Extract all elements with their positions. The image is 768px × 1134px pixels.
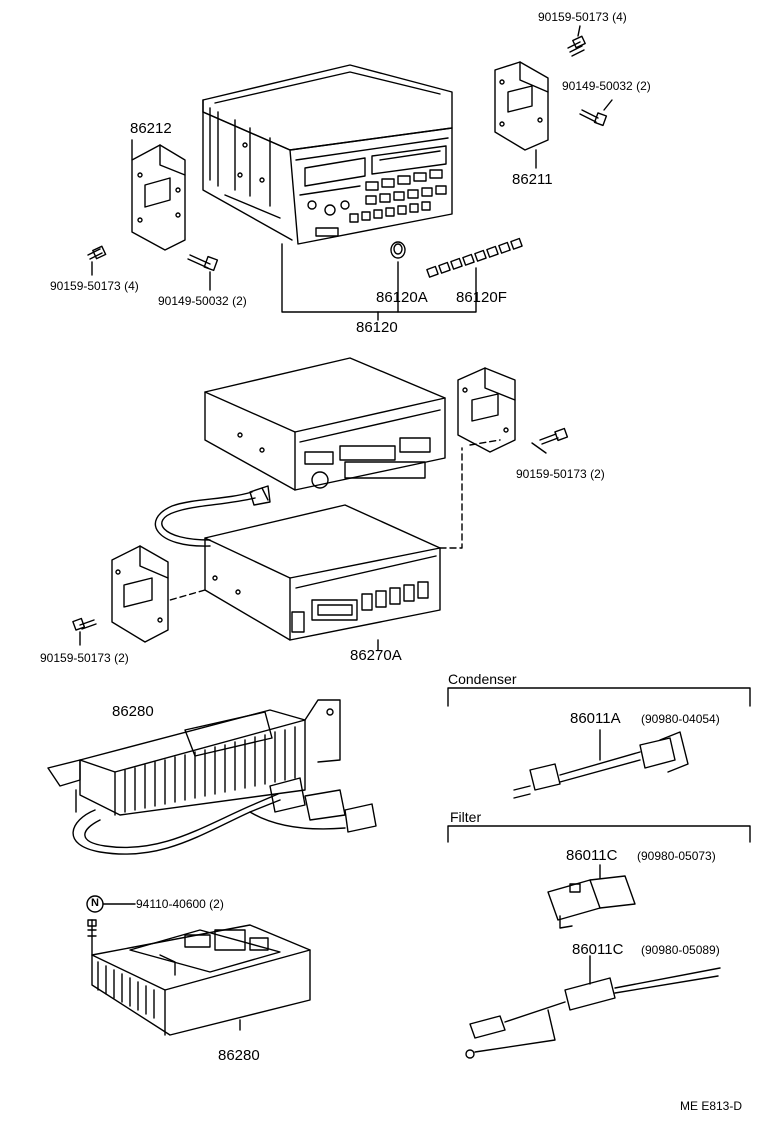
- antenna-cable-drawing: [154, 485, 271, 547]
- label-bolt-90149-top-left: 90149-50032 (2): [158, 294, 247, 308]
- label-condenser-86011A-ref: (90980-04054): [641, 712, 720, 726]
- label-bolt-90159-top-right: 90159-50173 (4): [538, 10, 627, 24]
- label-filter-86011C-2-ref: (90980-05089): [641, 943, 720, 957]
- filter-86011C-harness-drawing: [465, 955, 721, 1059]
- diagram-code: ME E813-D: [680, 1099, 743, 1113]
- label-bolt-90159-top-left: 90159-50173 (4): [50, 279, 139, 293]
- label-bracket-86211: 86211: [512, 171, 553, 188]
- amplifier-86280-upper-drawing: [47, 699, 377, 855]
- radio-upper-unit-drawing: [204, 357, 446, 491]
- label-filter-86011C-1: 86011C: [566, 847, 618, 864]
- label-screw-94110: 94110-40600 (2): [136, 897, 224, 911]
- knob-86120A-drawing: [390, 241, 406, 259]
- radio-head-unit-drawing: [202, 64, 477, 321]
- label-bolt-90159-mid-right: 90159-50173 (2): [516, 467, 605, 481]
- filter-section-frame: [447, 825, 751, 843]
- label-amp-86280-lower: 86280: [218, 1047, 260, 1064]
- label-knob-86120A: 86120A: [376, 289, 428, 306]
- bolts-mid-drawings: [72, 427, 569, 646]
- bracket-mid-right-drawing: [457, 367, 516, 453]
- amplifier-86280-lower-drawing: [86, 895, 311, 1036]
- condenser-section-frame: [447, 687, 751, 707]
- bracket-mid-left-drawing: [111, 545, 169, 643]
- label-bolt-90159-mid-left: 90159-50173 (2): [40, 651, 129, 665]
- label-bracket-86212: 86212: [130, 120, 172, 137]
- radio-front-buttons: [349, 169, 447, 223]
- buttons-86120F-drawing: [426, 237, 523, 278]
- section-title-filter: Filter: [450, 809, 482, 825]
- bracket-86212-drawing: [131, 139, 186, 251]
- label-unit-86270A: 86270A: [350, 647, 402, 664]
- label-buttons-86120F: 86120F: [456, 289, 507, 306]
- bolts-top-drawings: [87, 25, 613, 291]
- bracket-86211-drawing: [494, 61, 549, 169]
- section-title-condenser: Condenser: [448, 671, 517, 687]
- mounting-dashed-lines: [169, 439, 501, 601]
- cassette-unit-86270A-drawing: [204, 504, 441, 651]
- label-condenser-86011A: 86011A: [570, 710, 621, 727]
- label-bolt-90149-top-right: 90149-50032 (2): [562, 79, 651, 93]
- filter-86011C-connector-drawing: [547, 864, 636, 929]
- label-filter-86011C-2: 86011C: [572, 941, 624, 958]
- screw-symbol-n: N: [91, 897, 99, 909]
- label-amp-86280-upper: 86280: [112, 703, 154, 720]
- label-radio-86120: 86120: [356, 319, 398, 336]
- condenser-86011A-drawing: [513, 729, 689, 799]
- label-filter-86011C-1-ref: (90980-05073): [637, 849, 716, 863]
